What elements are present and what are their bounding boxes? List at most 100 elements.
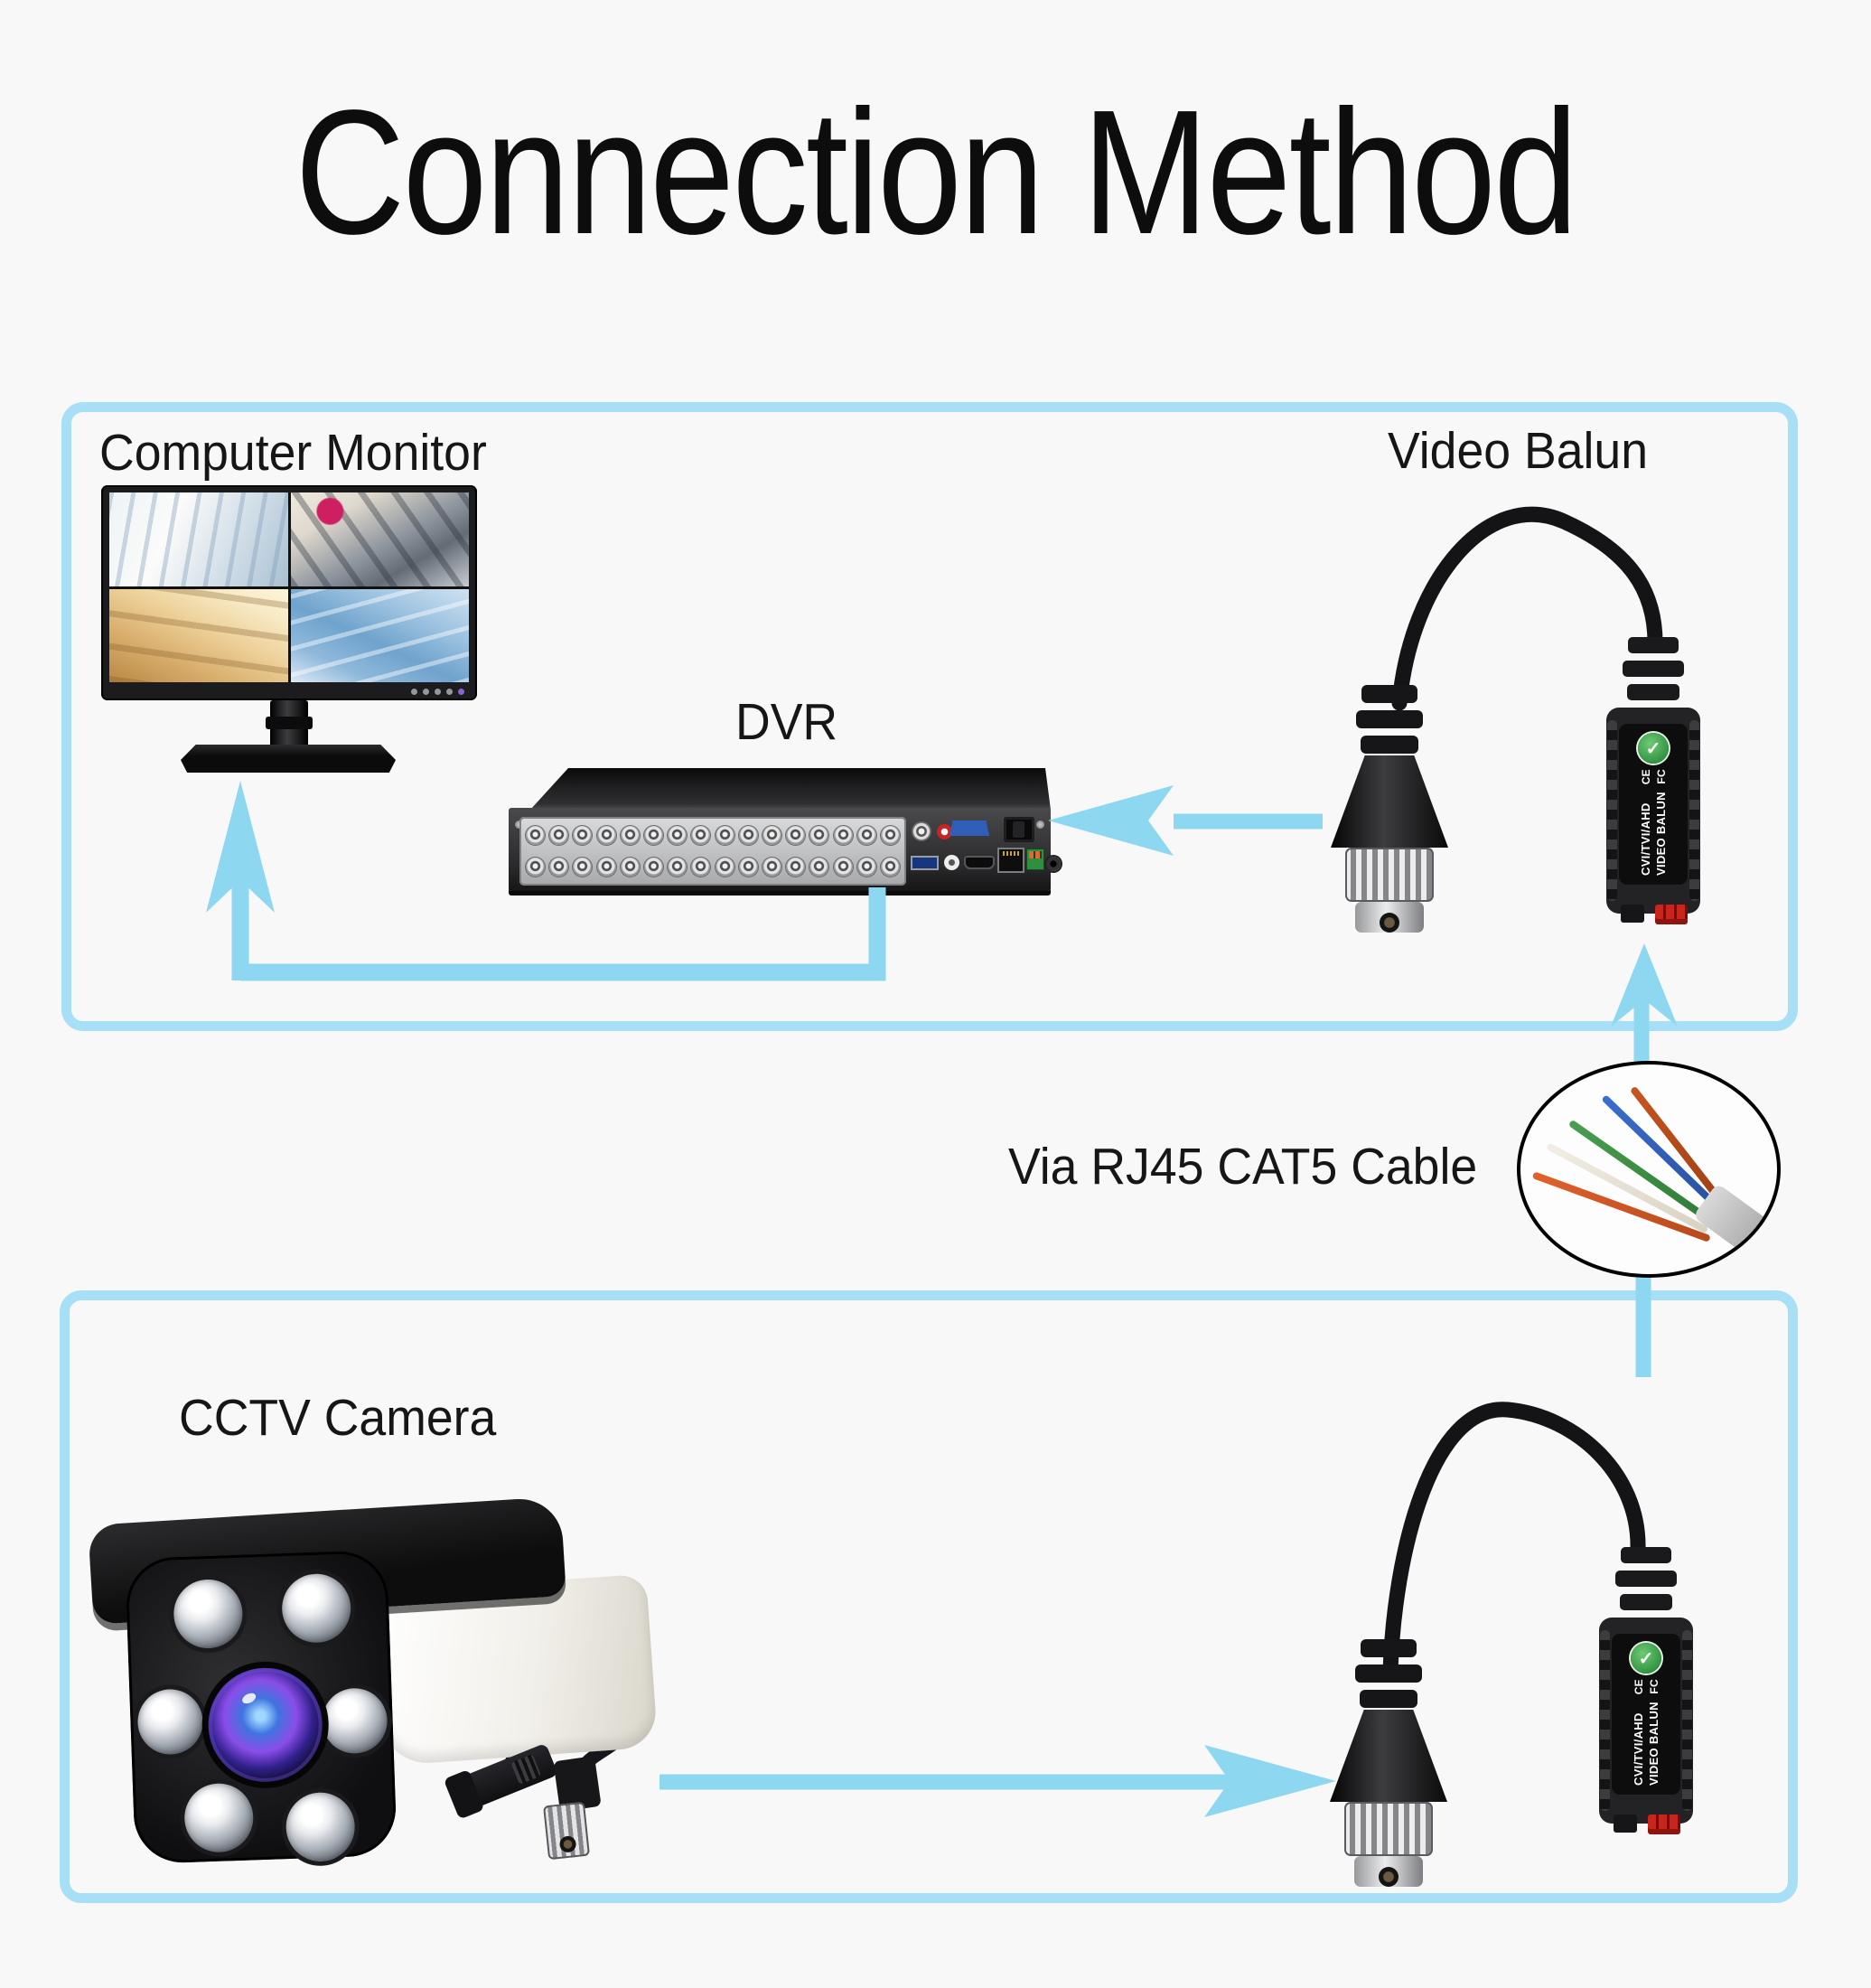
bnc-center-socket — [1379, 1867, 1399, 1887]
monitor-bezel — [101, 485, 477, 700]
strain-relief-rib — [1356, 710, 1423, 728]
strain-relief-rib — [1623, 661, 1684, 677]
monitor-screen-quad-view — [109, 492, 469, 682]
camera-front-face — [125, 1550, 398, 1864]
dvr-power-switch — [1004, 817, 1034, 842]
screw-icon — [515, 821, 523, 829]
ce-mark-icon: CE — [1639, 769, 1652, 785]
strain-relief-rib — [1621, 1547, 1671, 1563]
cctv-view-gold-mall — [109, 588, 288, 682]
cctv-view-blue-mall — [290, 588, 469, 682]
dvr-bnc-port — [549, 826, 569, 845]
ir-led — [136, 1688, 204, 1756]
dvr-bnc-port — [738, 858, 758, 877]
cctv-camera-label: CCTV Camera — [179, 1389, 497, 1447]
ir-led — [280, 1572, 352, 1645]
dvr-label: DVR — [735, 693, 838, 751]
dvr-bnc-port — [526, 826, 546, 845]
balun-markings: CVI/TVI/AHD CE VIDEO BALUN FC — [1639, 769, 1668, 876]
computer-monitor-label: Computer Monitor — [99, 424, 487, 482]
dvr-bnc-port — [644, 826, 664, 845]
strain-relief-rib — [1360, 1690, 1417, 1708]
dvr-bnc-port — [644, 858, 664, 877]
cctv-camera — [88, 1496, 659, 1880]
bnc-knurled-ring — [1345, 848, 1434, 902]
video-balun-label: Video Balun — [1388, 422, 1648, 480]
cctv-view-atrium — [109, 492, 288, 586]
balun-brand-logo-icon: ✓ — [1631, 1643, 1661, 1674]
strain-relief-rib — [1627, 684, 1679, 700]
fcc-mark-icon: FC — [1654, 769, 1668, 784]
dvr-audio-in-rca — [937, 824, 952, 839]
monitor-indicator-dot — [446, 689, 453, 695]
balun-marking-line2: VIDEO BALUN — [1647, 1702, 1661, 1786]
monitor-stand-base — [181, 745, 396, 773]
fcc-mark-icon: FC — [1647, 1679, 1661, 1694]
dvr-bnc-port — [526, 858, 546, 877]
dvr-lan-port — [999, 849, 1023, 871]
dvr-bnc-port — [596, 858, 616, 877]
dvr-bnc-port — [833, 858, 853, 877]
computer-monitor — [101, 485, 477, 773]
camera-bnc-connector — [542, 1801, 591, 1861]
dvr-bnc-port — [856, 826, 876, 845]
dvr-bnc-port — [573, 858, 593, 877]
dvr-bnc-port — [880, 858, 900, 877]
dvr-video-out-bnc — [912, 822, 931, 840]
monitor-stand-collar — [266, 717, 313, 729]
dvr-bnc-port — [880, 826, 900, 845]
dvr-bnc-port — [549, 858, 569, 877]
dvr-dc-jack — [1046, 857, 1061, 871]
balun-marking-line2: VIDEO BALUN — [1654, 792, 1668, 876]
strain-relief-rib — [1361, 1639, 1417, 1657]
monitor-indicator-dot — [435, 689, 441, 695]
balun-terminal-red — [1655, 905, 1688, 924]
balun-terminal-red — [1648, 1815, 1680, 1834]
dvr-bnc-port — [833, 826, 853, 845]
strain-relief-rib — [1355, 1664, 1422, 1683]
screw-icon — [1036, 821, 1044, 829]
dvr-bnc-port — [668, 858, 688, 877]
dvr-bnc-port — [809, 858, 829, 877]
dvr-bnc-port — [691, 826, 711, 845]
dvr-usb-port — [912, 858, 937, 868]
dvr-bnc-port — [809, 826, 829, 845]
bnc-center-socket — [1380, 913, 1399, 933]
ir-led — [182, 1782, 255, 1854]
dvr-bnc-port — [738, 826, 758, 845]
dvr-top-face — [530, 768, 1051, 810]
cctv-view-escalators — [290, 492, 469, 586]
bnc-knurled-ring — [1344, 1802, 1433, 1856]
camera-lens — [206, 1665, 324, 1785]
balun-terminal-black — [1614, 1815, 1637, 1833]
dvr-audio-out-rca — [944, 855, 959, 870]
dvr-bnc-port — [596, 826, 616, 845]
dvr-bnc-port — [668, 826, 688, 845]
balun-marking-line1: CVI/TVI/AHD — [1639, 802, 1652, 876]
page-title: Connection Method — [295, 73, 1579, 271]
rj45-cable-label: Via RJ45 CAT5 Cable — [1008, 1138, 1478, 1196]
strain-relief-rib — [1628, 637, 1679, 653]
balun-marking-line1: CVI/TVI/AHD — [1632, 1712, 1645, 1786]
rj45-cable-circle — [1517, 1061, 1781, 1278]
monitor-indicator-dot — [423, 689, 429, 695]
dvr-hdmi-port — [966, 858, 993, 867]
balun-brand-logo-icon: ✓ — [1638, 733, 1669, 764]
dvr-bnc-port — [856, 858, 876, 877]
dvr-bnc-port — [715, 858, 734, 877]
dvr-bnc-port — [762, 858, 781, 877]
strain-relief-rib — [1620, 1594, 1672, 1610]
dvr-bnc-port — [691, 858, 711, 877]
dvr-bnc-panel — [519, 817, 906, 886]
ir-led — [285, 1791, 356, 1863]
dvr-bnc-port — [620, 858, 640, 877]
top-section-box — [61, 402, 1798, 1031]
dvr-bnc-port — [786, 826, 806, 845]
bottom-section-box — [60, 1290, 1798, 1903]
strain-relief-rib — [1361, 736, 1418, 754]
dvr-recorder — [509, 768, 1061, 895]
dvr-bnc-port — [573, 826, 593, 845]
ce-mark-icon: CE — [1632, 1679, 1645, 1695]
dvr-bnc-port — [715, 826, 734, 845]
